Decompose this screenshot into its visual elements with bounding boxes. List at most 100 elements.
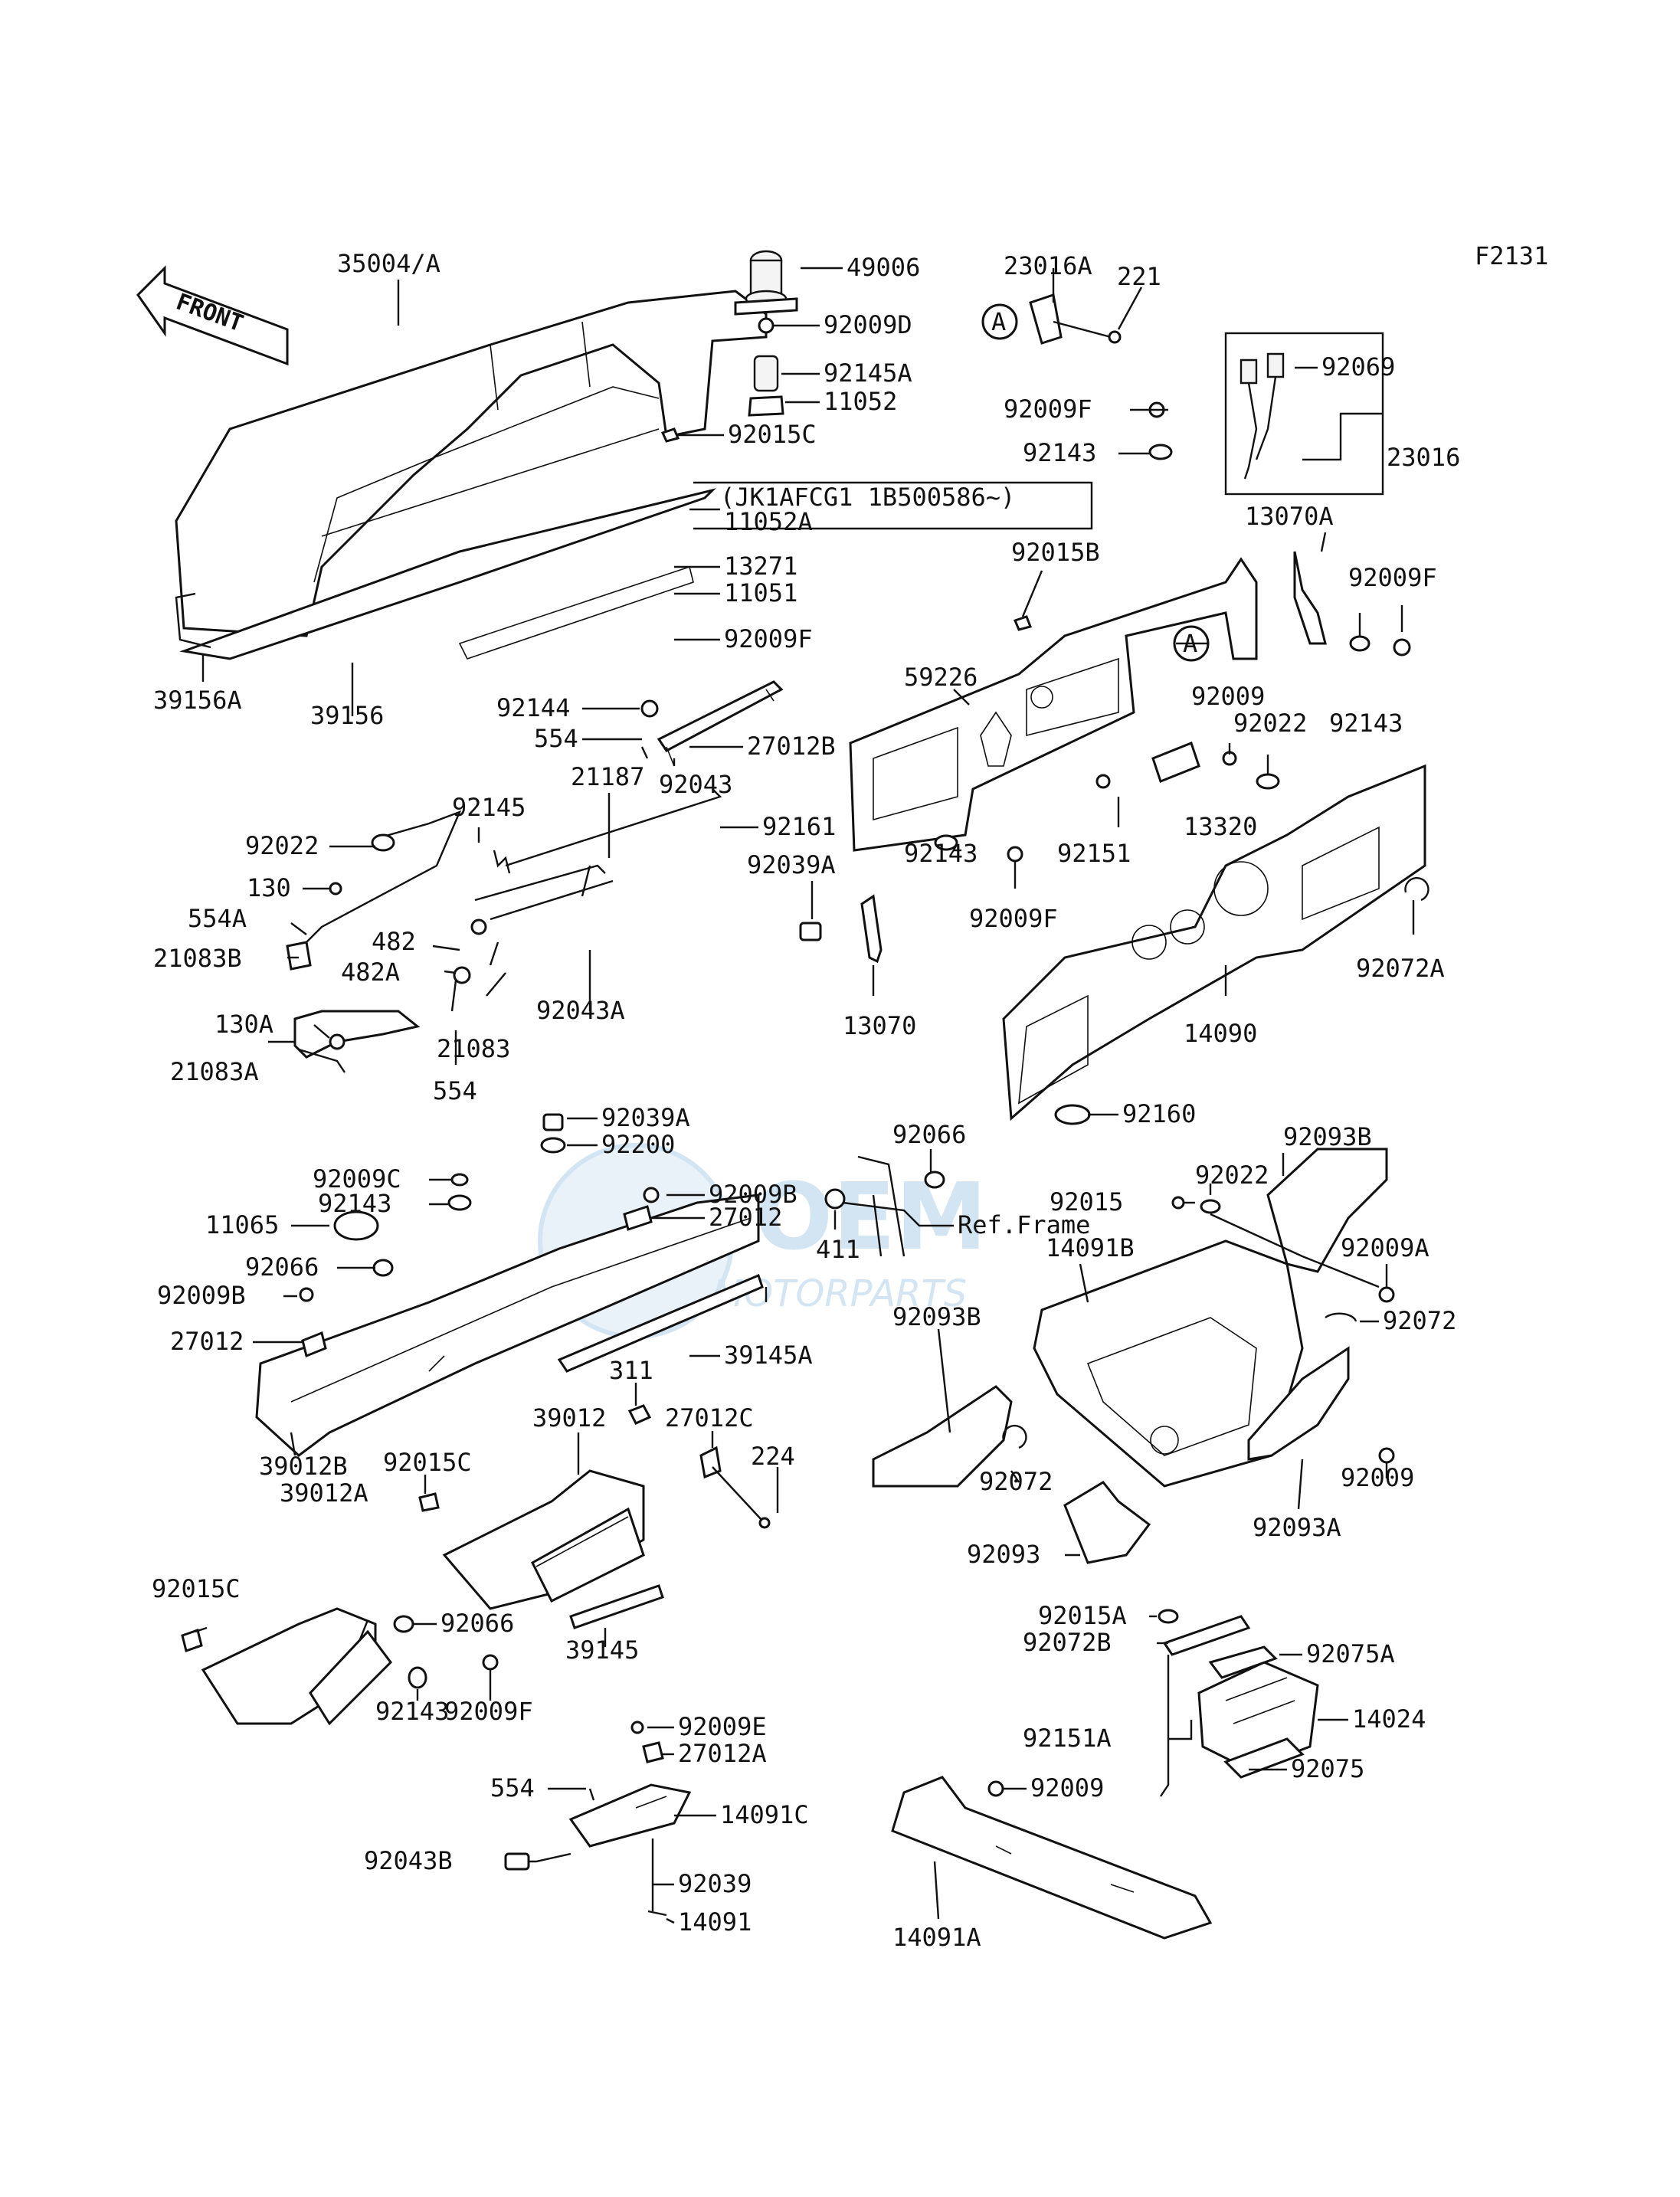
storage-tray-39012b (255, 1193, 760, 1457)
label-21083: 21083 (437, 1034, 510, 1063)
label-92015c-left: 92015C (152, 1574, 241, 1603)
label-39012: 39012 (532, 1403, 606, 1432)
panel-59226 (849, 557, 1258, 852)
label-92043: 92043 (659, 770, 732, 799)
figure-code: F2131 (1475, 241, 1548, 270)
nut-92015c-left (181, 1629, 203, 1652)
bolt-92009f-lid (482, 1654, 499, 1671)
washer-92200 (540, 1137, 566, 1154)
label-92093b-left: 92093B (892, 1302, 981, 1331)
label-92151: 92151 (1057, 839, 1131, 868)
label-554-bottom: 554 (490, 1773, 535, 1802)
switch-bracket-23016a (1029, 293, 1122, 345)
callout-a-top: A (981, 303, 1018, 340)
label-39145: 39145 (565, 1635, 639, 1665)
label-49006: 49006 (847, 253, 920, 282)
hold-down-92072b (1158, 1609, 1251, 1797)
label-92009-right: 92009 (1341, 1463, 1414, 1492)
label-39156: 39156 (310, 701, 384, 730)
plate-92093b-left (872, 1385, 1013, 1488)
label-92151a: 92151A (1023, 1724, 1112, 1753)
label-27012-tray: 27012 (709, 1203, 782, 1232)
serial-note-bracket: (JK1AFCG1 1B500586~) (693, 481, 1093, 530)
knob-92039a-tray (542, 1113, 564, 1131)
clamp-92072 (1325, 1312, 1357, 1322)
mat-part (179, 488, 716, 660)
label-92015b: 92015B (1011, 538, 1100, 567)
pad-92075 (1223, 1737, 1305, 1779)
latch-27012-tray (623, 1205, 653, 1231)
rod-39156a (175, 592, 211, 649)
cap-11065 (333, 1210, 379, 1241)
label-92075a: 92075A (1306, 1639, 1395, 1668)
plate-92093b-top (1266, 1148, 1388, 1273)
label-11065: 11065 (205, 1210, 279, 1239)
label-130a: 130A (215, 1010, 273, 1039)
washer-92143-top (1148, 444, 1173, 460)
label-11051: 11051 (724, 578, 797, 607)
plug-92066-lid (393, 1615, 414, 1633)
clamp-92072-lower (1002, 1424, 1027, 1449)
label-92009-floor: 92009 (1030, 1773, 1104, 1802)
label-92066-frame: 92066 (892, 1120, 966, 1149)
pad-92075a (1208, 1645, 1278, 1679)
lower-box-14091b (1033, 1239, 1304, 1488)
tray-latch-27012b (640, 680, 784, 767)
part-labels: 35004/A 49006 92009D 92145A 11052 92015C… (152, 249, 1460, 1952)
lid-39012 (442, 1469, 645, 1610)
nut-92015b (1013, 615, 1032, 631)
label-92093: 92093 (967, 1540, 1040, 1569)
label-92093b-top: 92093B (1283, 1122, 1372, 1151)
label-92022-dash: 92022 (1233, 709, 1307, 738)
label-224: 224 (751, 1442, 795, 1471)
lid-39012a (201, 1607, 392, 1726)
label-14091: 14091 (678, 1907, 752, 1937)
label-92145: 92145 (452, 793, 526, 822)
bolt-92009-right (1378, 1447, 1395, 1464)
label-221: 221 (1117, 262, 1161, 291)
label-13070: 13070 (843, 1011, 916, 1040)
callout-a-top-label: A (991, 307, 1006, 336)
bolt-92009a (1378, 1286, 1395, 1303)
label-92039: 92039 (678, 1869, 752, 1898)
clamp-92072a (1404, 876, 1429, 902)
label-92145a: 92145A (824, 359, 912, 388)
bolt-92009f-right (1393, 638, 1411, 656)
label-92066-left: 92066 (245, 1252, 319, 1282)
label-21187: 21187 (571, 762, 644, 791)
label-92009b-left: 92009B (157, 1281, 246, 1310)
label-23016: 23016 (1387, 443, 1460, 472)
floor-plate-14091a (891, 1776, 1213, 1940)
label-311: 311 (609, 1356, 653, 1385)
grommet-92160 (1054, 1104, 1091, 1125)
bolt-92009f-panel (1007, 846, 1023, 863)
bolt-92009b-left (299, 1287, 314, 1302)
spring-92145 (493, 850, 511, 874)
watermark-brand: OEM (755, 1164, 987, 1271)
label-21083b: 21083B (153, 944, 242, 973)
label-92143-right: 92143 (1329, 709, 1403, 738)
label-13320: 13320 (1184, 812, 1257, 841)
label-130: 130 (247, 873, 291, 902)
label-21083a: 21083A (170, 1057, 259, 1086)
label-92009f-right: 92009F (1348, 563, 1437, 592)
bracket-13070 (860, 894, 883, 964)
serial-note: (JK1AFCG1 1B500586~) (720, 483, 1015, 512)
label-27012a: 27012A (678, 1739, 767, 1768)
front-arrow-icon: FRONT (136, 265, 289, 366)
nut-311 (627, 1404, 652, 1425)
label-11052: 11052 (824, 387, 897, 416)
bracket-92093 (1063, 1481, 1151, 1564)
label-92143-lid: 92143 (375, 1697, 449, 1726)
label-92039a-tray: 92039A (601, 1103, 690, 1132)
label-92075: 92075 (1291, 1754, 1364, 1783)
label-92009f-mid: 92009F (724, 624, 813, 653)
label-92143-panel: 92143 (904, 839, 978, 868)
label-39145a: 39145A (724, 1341, 813, 1370)
label-23016a: 23016A (1004, 251, 1092, 280)
label-554-mid: 554 (433, 1076, 477, 1105)
label-92066-lid: 92066 (440, 1609, 514, 1638)
label-554-top: 554 (534, 724, 578, 753)
nut-92015c (660, 427, 680, 443)
label-13070a: 13070A (1245, 502, 1334, 531)
